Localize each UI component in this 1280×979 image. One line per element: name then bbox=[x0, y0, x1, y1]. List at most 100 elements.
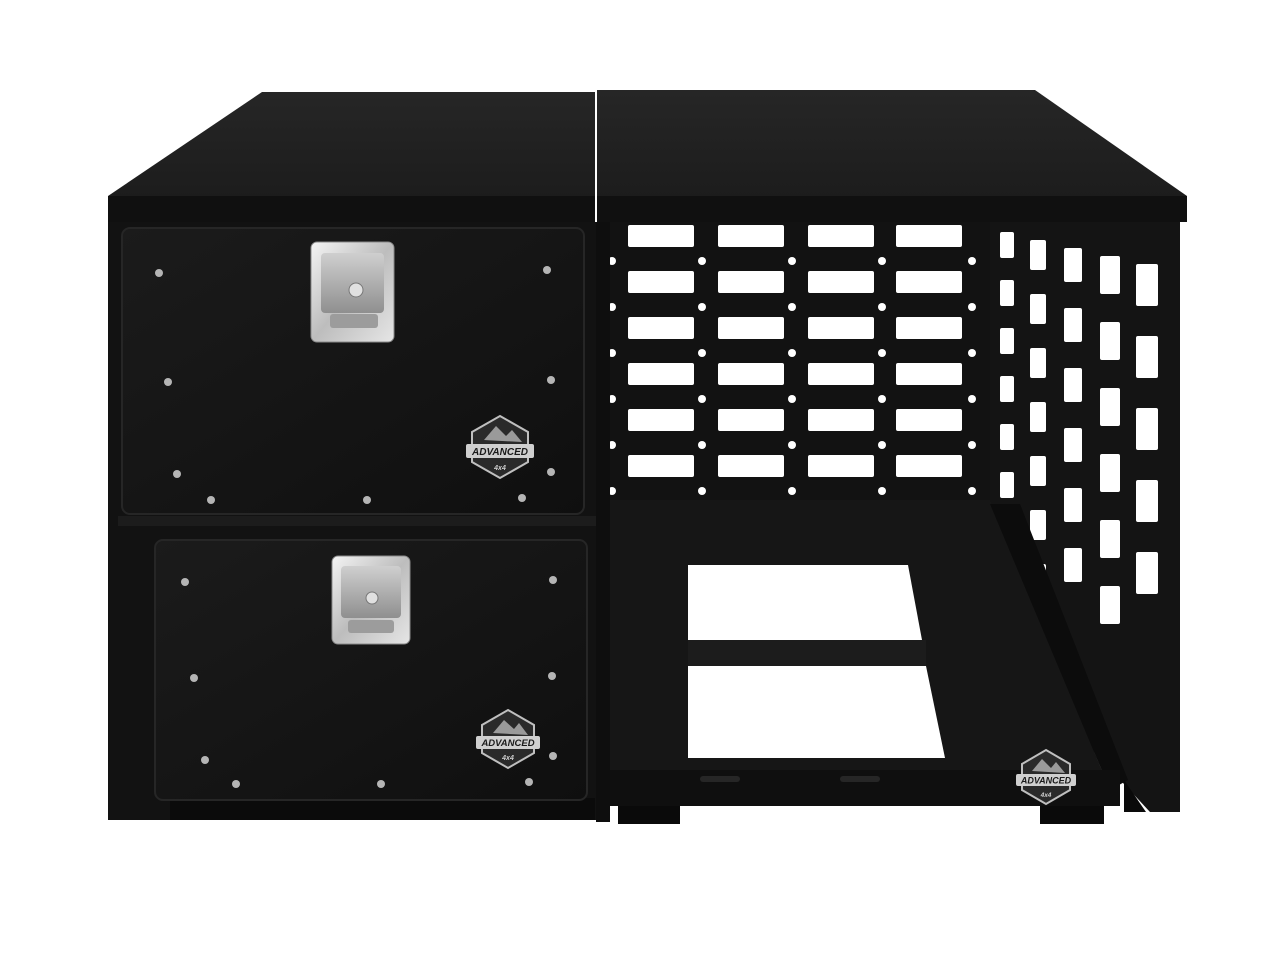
lower-drawer-bolts bbox=[181, 576, 557, 788]
side-panel-slot bbox=[1030, 240, 1046, 270]
side-panel-slot bbox=[1064, 488, 1082, 522]
back-panel-hole bbox=[968, 441, 976, 449]
back-panel-hole bbox=[788, 441, 796, 449]
tray-cutout-lower bbox=[688, 666, 945, 758]
back-panel-hole bbox=[788, 487, 796, 495]
side-panel-slot bbox=[1064, 308, 1082, 342]
side-panel-slot bbox=[1000, 232, 1014, 258]
side-panel-slot bbox=[1100, 454, 1120, 492]
right-top-panel bbox=[597, 90, 1187, 222]
left-top-panel bbox=[108, 92, 595, 222]
upper-drawer[interactable]: ADVANCED 4x4 bbox=[121, 227, 585, 515]
tray-side-rail bbox=[990, 504, 1128, 790]
back-panel-hole bbox=[788, 349, 796, 357]
back-panel-slot bbox=[628, 271, 694, 293]
side-panel-slot bbox=[1000, 472, 1014, 498]
side-panel-slot bbox=[1064, 368, 1082, 402]
back-panel-hole bbox=[878, 487, 886, 495]
back-panel-slot bbox=[808, 317, 874, 339]
logo-subtext: 4x4 bbox=[493, 465, 506, 472]
back-panel-hole bbox=[698, 487, 706, 495]
back-panel-slots bbox=[628, 225, 962, 477]
upper-drawer-latch[interactable] bbox=[310, 241, 395, 343]
tray-cutout-upper bbox=[688, 565, 922, 640]
back-panel-hole bbox=[878, 395, 886, 403]
back-panel-slot bbox=[718, 409, 784, 431]
side-panel-slot bbox=[1136, 408, 1158, 450]
back-panel-slot bbox=[628, 455, 694, 477]
side-panel-foot bbox=[1124, 780, 1146, 812]
logo-text: ADVANCED bbox=[1020, 776, 1072, 786]
back-panel-slot bbox=[808, 363, 874, 385]
back-panel-slot bbox=[896, 363, 962, 385]
lower-drawer[interactable]: ADVANCED 4x4 bbox=[154, 539, 588, 801]
back-panel-hole bbox=[698, 441, 706, 449]
side-panel-slot bbox=[1000, 376, 1014, 402]
frame-left-post bbox=[596, 222, 610, 822]
back-panel-slot bbox=[896, 225, 962, 247]
side-panel-slot bbox=[1136, 552, 1158, 594]
back-panel-slot bbox=[718, 225, 784, 247]
side-panel-slot bbox=[1100, 256, 1120, 294]
tray-foot-right bbox=[1040, 806, 1104, 824]
side-panel-slot bbox=[1136, 336, 1158, 378]
side-panel-slot bbox=[1136, 480, 1158, 522]
back-panel-slot bbox=[808, 271, 874, 293]
side-panel-slot bbox=[1000, 280, 1014, 306]
side-panel-slot bbox=[1000, 424, 1014, 450]
back-panel-hole bbox=[788, 303, 796, 311]
back-panel-hole bbox=[698, 395, 706, 403]
back-panel-slot bbox=[808, 409, 874, 431]
lower-drawer-face bbox=[154, 539, 588, 801]
side-panel-slot bbox=[1100, 388, 1120, 426]
logo-subtext: 4x4 bbox=[1040, 792, 1052, 799]
back-panel-slot bbox=[628, 317, 694, 339]
side-panel-slot bbox=[1030, 348, 1046, 378]
logo-subtext: 4x4 bbox=[501, 755, 514, 762]
back-panel-hole bbox=[968, 257, 976, 265]
back-panel-hole bbox=[878, 257, 886, 265]
back-panel-hole bbox=[968, 303, 976, 311]
back-panel-hole bbox=[878, 441, 886, 449]
drawer-divider bbox=[118, 516, 596, 526]
back-panel-slot bbox=[718, 317, 784, 339]
back-panel-hole bbox=[698, 257, 706, 265]
right-frame-module: ADVANCED 4x4 bbox=[596, 90, 1187, 824]
side-panel-slot bbox=[1030, 510, 1046, 540]
back-panel-slot bbox=[808, 455, 874, 477]
back-panel-hole bbox=[788, 257, 796, 265]
tray-crossbar bbox=[688, 640, 926, 666]
back-panel-hole bbox=[788, 395, 796, 403]
advanced-4x4-logo-icon: ADVANCED 4x4 bbox=[1016, 748, 1076, 806]
upper-drawer-bolts bbox=[155, 266, 555, 504]
back-panel-slot bbox=[808, 225, 874, 247]
side-panel-slot bbox=[1030, 294, 1046, 324]
side-panel-slot bbox=[1100, 520, 1120, 558]
back-panel-hole bbox=[878, 303, 886, 311]
back-panel-hole bbox=[968, 349, 976, 357]
back-panel-hole bbox=[698, 349, 706, 357]
side-panel-slot bbox=[1030, 456, 1046, 486]
back-panel-slot bbox=[896, 271, 962, 293]
left-module-base bbox=[170, 798, 595, 820]
back-panel-slot bbox=[896, 317, 962, 339]
left-drawer-module: ADVANCED 4x4 bbox=[108, 92, 598, 820]
side-panel-slot bbox=[1000, 328, 1014, 354]
back-panel-hole bbox=[968, 487, 976, 495]
lower-drawer-latch[interactable] bbox=[331, 555, 411, 645]
back-panel-slot bbox=[896, 409, 962, 431]
logo-text: ADVANCED bbox=[480, 738, 534, 749]
side-panel-slot bbox=[1064, 248, 1082, 282]
back-panel-slot bbox=[896, 455, 962, 477]
side-panel-slot bbox=[1100, 586, 1120, 624]
left-top-panel-front-edge bbox=[108, 196, 595, 222]
side-panel-slot bbox=[1030, 402, 1046, 432]
logo-text: ADVANCED bbox=[471, 447, 528, 458]
right-top-panel-front-edge bbox=[597, 196, 1187, 222]
back-panel-slot bbox=[718, 455, 784, 477]
side-panel-slot bbox=[1100, 322, 1120, 360]
slide-out-tray[interactable]: ADVANCED 4x4 bbox=[610, 500, 1146, 824]
back-panel-slot bbox=[718, 363, 784, 385]
side-panel-slot bbox=[1136, 264, 1158, 306]
